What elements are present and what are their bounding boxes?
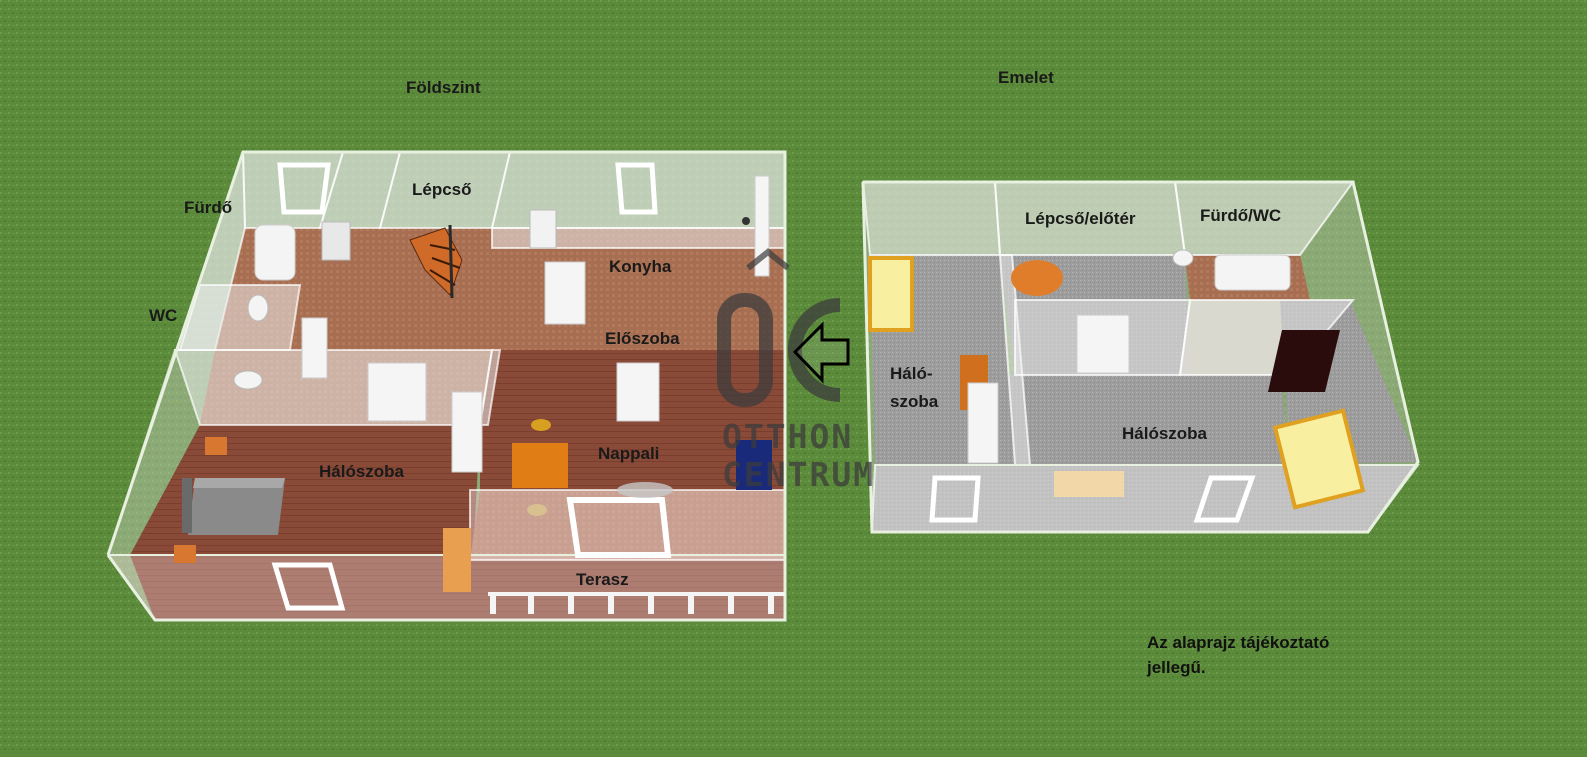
bathtub xyxy=(254,224,296,281)
room-label-lepcso-eloter: Lépcső/előtér xyxy=(1025,209,1136,228)
disclaimer-line2: jellegű. xyxy=(1147,658,1206,677)
coffee-table xyxy=(617,482,673,498)
cabinet xyxy=(443,528,471,592)
upper-wardrobe-white xyxy=(967,382,999,464)
room-label-lepcso: Lépcső xyxy=(412,180,472,199)
single-bed-2 xyxy=(1272,408,1366,510)
upper-floor-title: Emelet xyxy=(998,68,1054,87)
room-label-konyha: Konyha xyxy=(609,257,672,276)
upper-sink xyxy=(1172,249,1194,267)
chair-2 xyxy=(527,504,547,516)
disclaimer-note: Az alaprajz tájékoztató jellegű. xyxy=(1147,630,1329,680)
watermark-text: OTTHON CENTRUM xyxy=(722,418,875,494)
desk xyxy=(1054,471,1124,497)
bedroom-floor xyxy=(130,425,480,620)
ground-floor xyxy=(106,150,787,622)
spiral-staircase xyxy=(409,224,463,299)
left-arrow-icon xyxy=(792,321,850,384)
single-bed-1 xyxy=(868,256,914,332)
room-label-furdo: Fürdő xyxy=(184,198,233,217)
room-label-furdo-wc: Fürdő/WC xyxy=(1200,206,1282,225)
dark-wardrobe xyxy=(1268,330,1340,392)
ground-floor-title: Földszint xyxy=(406,78,481,97)
nightstand-1 xyxy=(205,437,227,455)
nightstand-2 xyxy=(174,545,196,563)
fridge xyxy=(529,209,557,249)
upper-door xyxy=(1076,314,1130,374)
wardrobe-white xyxy=(451,391,483,473)
chair-1 xyxy=(531,419,551,431)
terrace-railing xyxy=(488,592,785,614)
hall-door-2 xyxy=(616,362,660,422)
room-label-halo-line1: Háló- xyxy=(890,364,933,383)
double-bed xyxy=(182,478,285,535)
upper-floor xyxy=(861,180,1420,534)
room-label-wc: WC xyxy=(149,306,178,325)
wc-door xyxy=(301,317,328,379)
disclaimer-line1: Az alaprajz tájékoztató xyxy=(1147,633,1330,652)
round-table xyxy=(1011,260,1063,296)
hall-door-1 xyxy=(367,362,427,422)
toilet-1 xyxy=(247,294,269,322)
room-label-haloszoba-upper: Hálószoba xyxy=(1122,424,1208,443)
watermark-line1: OTTHON xyxy=(722,417,854,456)
dining-table xyxy=(512,443,568,488)
room-label-eloszoba: Előszoba xyxy=(605,329,680,348)
sink-cabinet xyxy=(321,221,351,261)
upper-bathtub xyxy=(1214,254,1291,291)
watermark-line2: CENTRUM xyxy=(722,455,876,494)
armchair xyxy=(736,440,772,490)
terrace-floor xyxy=(470,560,785,620)
room-label-halo-line2: szoba xyxy=(890,392,939,411)
room-label-terasz: Terasz xyxy=(576,570,629,589)
room-label-haloszoba: Hálószoba xyxy=(319,462,405,481)
kitchen-door xyxy=(544,261,586,325)
living-lower-floor xyxy=(470,490,785,560)
room-label-nappali: Nappali xyxy=(598,444,660,463)
toilet-2 xyxy=(233,370,263,390)
